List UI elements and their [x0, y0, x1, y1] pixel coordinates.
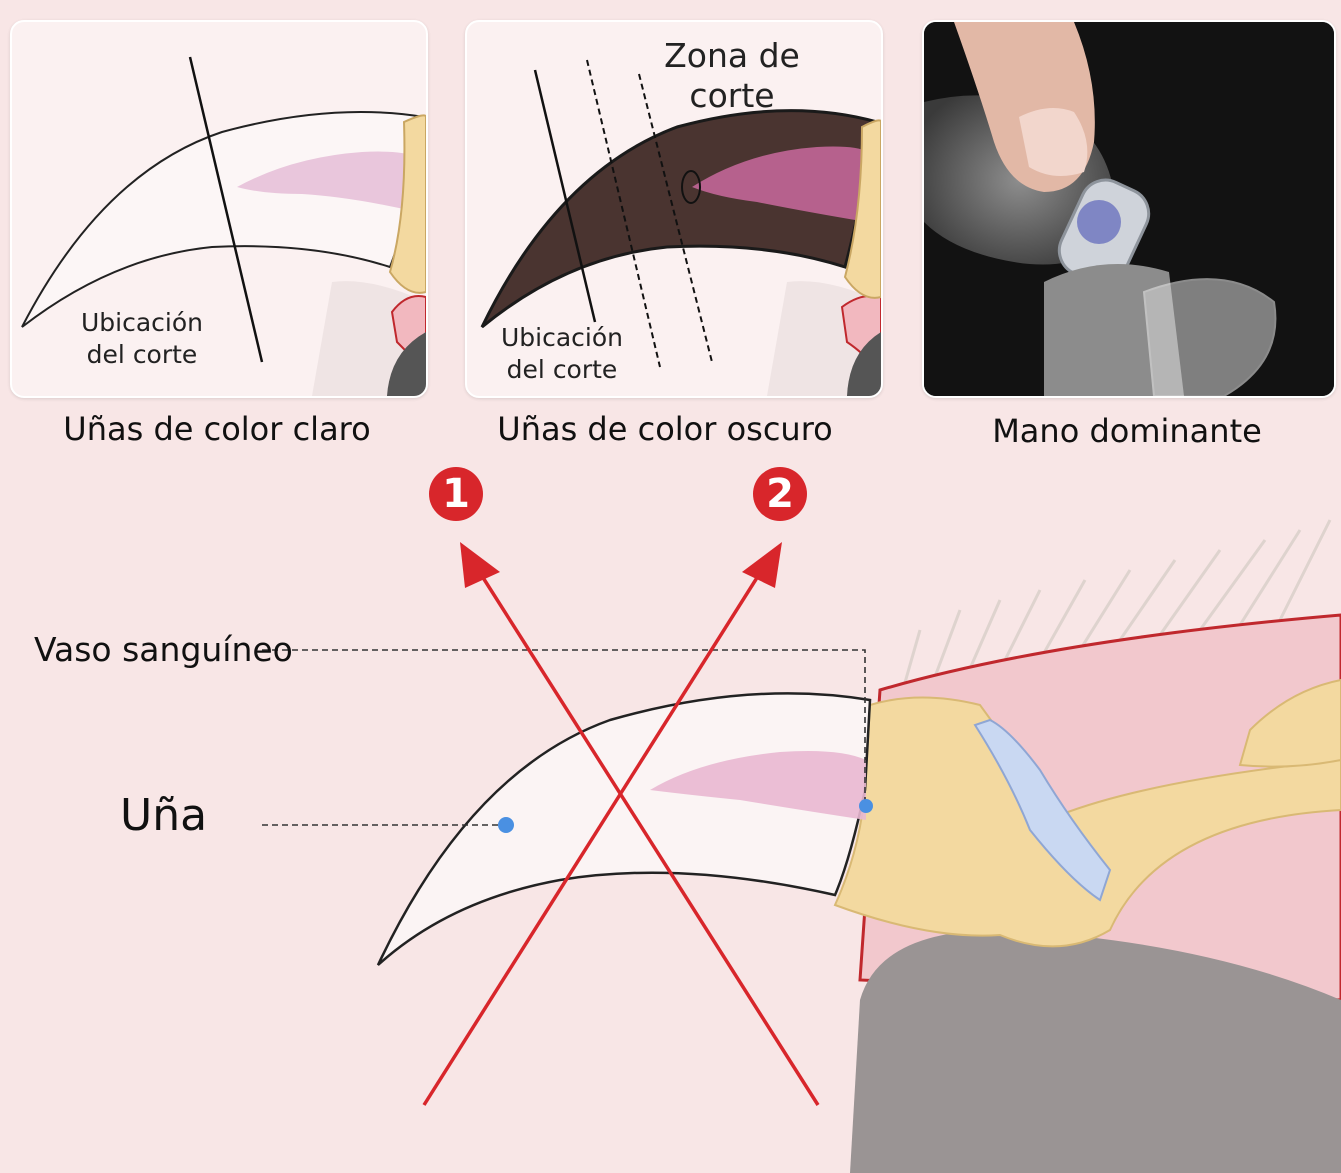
cut-location-label: Ubicación del corte — [67, 307, 217, 371]
dominant-hand-caption: Mano dominante — [922, 412, 1332, 450]
arrow-1-head — [460, 542, 500, 588]
cut-zone-label: Zona de corte — [617, 36, 847, 116]
clipper-photo-illustration — [924, 22, 1334, 396]
step-1-badge: 1 — [429, 467, 483, 521]
clipper-blade — [1077, 200, 1121, 244]
step-2-badge: 2 — [753, 467, 807, 521]
vessel-marker — [859, 799, 873, 813]
dominant-hand-photo-panel — [922, 20, 1336, 398]
dark-nail-caption: Uñas de color oscuro — [458, 410, 872, 448]
dark-nail-panel: Zona de corte Ubicación del corte — [465, 20, 883, 398]
blood-vessel-label: Vaso sanguíneo — [34, 630, 293, 669]
nail-marker — [498, 817, 514, 833]
light-nail-panel: Ubicación del corte — [10, 20, 428, 398]
cut-location-label: Ubicación del corte — [487, 322, 637, 386]
light-nail-caption: Uñas de color claro — [10, 410, 424, 448]
nail-label: Uña — [120, 790, 207, 841]
fingernail — [1019, 108, 1087, 176]
arrow-2-head — [742, 542, 782, 588]
nail-shape — [378, 693, 870, 965]
